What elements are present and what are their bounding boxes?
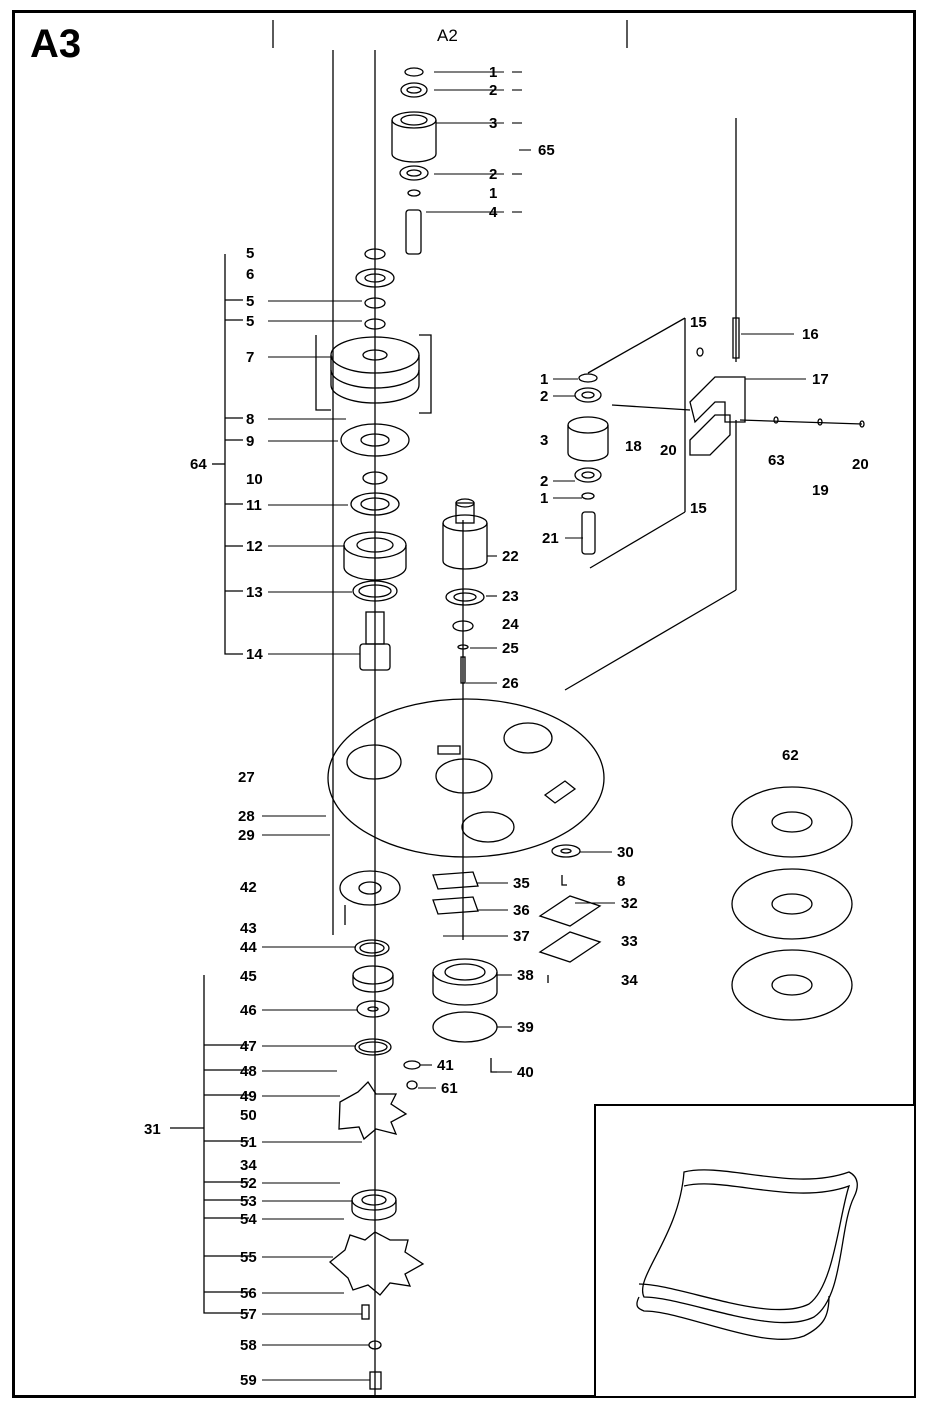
callout-40: 40 [517,1064,534,1081]
callout-31: 31 [144,1121,161,1138]
callout-7: 7 [246,349,254,366]
callout-1: 1 [540,490,548,507]
bracket-assembly [564,118,865,691]
callout-5: 5 [246,293,254,310]
callout-58: 58 [240,1337,257,1354]
callout-10: 10 [246,471,263,488]
spindle-assembly [442,498,488,684]
callout-23: 23 [502,588,519,605]
callout-27: 27 [238,769,255,786]
callout-57: 57 [240,1306,257,1323]
callout-53: 53 [240,1193,257,1210]
callout-21: 21 [542,530,559,547]
callout-48: 48 [240,1063,257,1080]
callout-51: 51 [240,1134,257,1151]
callout-16: 16 [802,326,819,343]
callout-55: 55 [240,1249,257,1266]
callout-47: 47 [240,1038,257,1055]
callout-26: 26 [502,675,519,692]
callout-50: 50 [240,1107,257,1124]
callout-35: 35 [513,875,530,892]
page-title: A3 [30,22,82,66]
callout-56: 56 [240,1285,257,1302]
callout-41: 41 [437,1057,454,1074]
callout-1: 1 [489,185,497,202]
grinding-discs [731,786,853,1021]
callout-5: 5 [246,313,254,330]
callout-28: 28 [238,808,255,825]
callout-42: 42 [240,879,257,896]
callout-44: 44 [240,939,257,956]
callout-2: 2 [540,388,548,405]
base-plate [327,698,605,858]
callout-59: 59 [240,1372,257,1389]
callout-1: 1 [540,371,548,388]
callout-32: 32 [621,895,638,912]
callout-36: 36 [513,902,530,919]
callout-5: 5 [246,245,254,262]
inset-panel [594,1104,916,1398]
callout-34: 34 [240,1157,257,1174]
callout-45: 45 [240,968,257,985]
callout-22: 22 [502,548,519,565]
callout-6: 6 [246,266,254,283]
callout-39: 39 [517,1019,534,1036]
upper-bearing-stack [391,67,437,255]
callout-2: 2 [540,473,548,490]
callout-46: 46 [240,1002,257,1019]
callout-37: 37 [513,928,530,945]
callout-13: 13 [246,584,263,601]
callout-38: 38 [517,967,534,984]
section-label: A2 [437,26,458,45]
lower-hub-stack [328,939,425,1390]
callout-33: 33 [621,933,638,950]
callout-34: 34 [621,972,638,989]
callout-29: 29 [238,827,255,844]
callout-65: 65 [538,142,555,159]
callout-62: 62 [782,747,799,764]
callout-8: 8 [246,411,254,428]
callout-24: 24 [502,616,519,633]
callout-8: 8 [617,873,625,890]
belt-illustration [636,1169,858,1340]
diagram-frame [12,10,916,1398]
callout-11: 11 [246,497,262,514]
callout-17: 17 [812,371,829,388]
callout-18: 18 [625,438,642,455]
callout-15: 15 [690,500,707,517]
callout-30: 30 [617,844,634,861]
callout-64: 64 [190,456,207,473]
callout-12: 12 [246,538,263,555]
callout-20: 20 [660,442,677,459]
callout-20: 20 [852,456,869,473]
callout-14: 14 [246,646,263,663]
callout-19: 19 [812,482,829,499]
callout-25: 25 [502,640,519,657]
callout-43: 43 [240,920,257,937]
callout-49: 49 [240,1088,257,1105]
callout-15: 15 [690,314,707,331]
callout-52: 52 [240,1175,257,1192]
main-drive-stack [315,248,432,671]
callout-3: 3 [540,432,548,449]
callout-54: 54 [240,1211,257,1228]
callout-63: 63 [768,452,785,469]
callout-9: 9 [246,433,254,450]
callout-61: 61 [441,1080,458,1097]
